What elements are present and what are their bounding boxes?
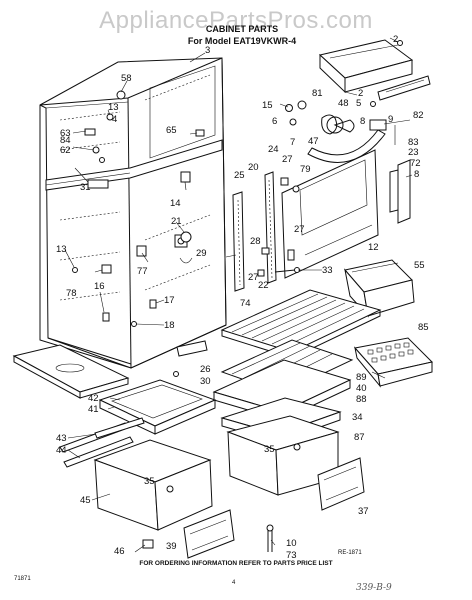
- ice-tray: [354, 337, 433, 388]
- crisper-drawer-left: [93, 439, 213, 531]
- callout-6: 6: [272, 116, 277, 127]
- callout-26: 26: [200, 364, 211, 375]
- glass-shelf-lower: [98, 379, 217, 435]
- callout-48: 48: [338, 98, 349, 109]
- callout-2-mid: 2: [358, 88, 363, 99]
- callout-85: 85: [418, 322, 429, 333]
- callout-81: 81: [312, 88, 323, 99]
- callout-15: 15: [262, 100, 273, 111]
- callout-35-left: 35: [144, 476, 155, 487]
- callout-13-upper: 13: [108, 102, 119, 113]
- callout-5: 5: [356, 98, 361, 109]
- callout-numbers: 2 3 58 13 4 15 6 81 48 2 5 82 9 7 47 8 8…: [56, 34, 429, 561]
- callout-79: 79: [300, 164, 311, 175]
- callout-41: 41: [88, 404, 99, 415]
- callout-17: 17: [164, 295, 175, 306]
- callout-18: 18: [164, 320, 175, 331]
- callout-30: 30: [200, 376, 211, 387]
- callout-4: 4: [112, 114, 117, 125]
- callout-20: 20: [248, 162, 259, 173]
- diagram-title: CABINET PARTS: [206, 24, 278, 34]
- model-line: For Model EAT19VKWR-4: [188, 36, 296, 46]
- drawer-front-left: [183, 509, 235, 559]
- callout-27-lower: 27: [248, 272, 259, 283]
- small-hardware-bottom: [142, 524, 274, 552]
- footer-left-code: 71871: [14, 576, 31, 582]
- callout-37: 37: [358, 506, 369, 517]
- callout-43: 43: [56, 433, 67, 444]
- reference-code: RE-1871: [338, 550, 362, 556]
- callout-22: 22: [258, 280, 269, 291]
- callout-82: 82: [413, 110, 424, 121]
- callout-16: 16: [94, 281, 105, 292]
- callout-78: 78: [66, 288, 77, 299]
- callout-14: 14: [170, 198, 181, 209]
- page-number: 4: [232, 580, 236, 586]
- callout-3: 3: [205, 45, 210, 56]
- callout-35-right: 35: [264, 444, 275, 455]
- callout-12: 12: [368, 242, 379, 253]
- meat-pan-cover: [12, 344, 130, 399]
- callout-55: 55: [414, 260, 425, 271]
- callout-42: 42: [88, 393, 99, 404]
- callout-87: 87: [354, 432, 365, 443]
- callout-8-upper: 8: [360, 116, 365, 127]
- callout-89: 89: [356, 372, 367, 383]
- callout-63: 63: [60, 128, 71, 139]
- callout-46: 46: [114, 546, 125, 557]
- callout-29: 29: [196, 248, 207, 259]
- evaporator-cover-assembly: [179, 39, 431, 292]
- callout-45: 45: [80, 495, 91, 506]
- callout-25: 25: [234, 170, 245, 181]
- callout-47: 47: [308, 136, 319, 147]
- callout-27-upper: 27: [282, 154, 293, 165]
- callout-83: 83: [408, 137, 419, 148]
- leader-lines: [64, 37, 413, 553]
- callout-39: 39: [166, 541, 177, 552]
- callout-34: 34: [352, 412, 363, 423]
- callout-27-mid: 27: [294, 224, 305, 235]
- callout-23: 23: [408, 147, 419, 158]
- callout-72: 72: [410, 158, 421, 169]
- watermark-text: AppliancePartsPros.com: [99, 7, 373, 34]
- callout-10: 10: [286, 538, 297, 549]
- drawer-rail: [59, 417, 145, 468]
- callout-9: 9: [388, 114, 393, 125]
- callout-74: 74: [240, 298, 251, 309]
- callout-62: 62: [60, 145, 71, 156]
- drawer-front-right: [317, 457, 365, 511]
- callout-58: 58: [121, 73, 132, 84]
- callout-33: 33: [322, 265, 333, 276]
- handwritten-note: 339-B-9: [356, 583, 392, 593]
- callout-65: 65: [166, 125, 177, 136]
- callout-2-top: 2: [393, 34, 398, 45]
- freezer-bin: [344, 259, 415, 318]
- ordering-note: FOR ORDERING INFORMATION REFER TO PARTS …: [139, 560, 332, 567]
- callout-44: 44: [56, 445, 67, 456]
- callout-13-lower: 13: [56, 244, 67, 255]
- callout-88: 88: [356, 394, 367, 405]
- callout-7: 7: [290, 137, 295, 148]
- callout-31: 31: [80, 182, 91, 193]
- callout-77: 77: [137, 266, 148, 277]
- callout-21: 21: [171, 216, 182, 227]
- callout-40: 40: [356, 383, 367, 394]
- callout-24: 24: [268, 144, 279, 155]
- callout-8-lower: 8: [414, 169, 419, 180]
- callout-28: 28: [250, 236, 261, 247]
- callout-73: 73: [286, 550, 297, 561]
- callout-84: 84: [60, 135, 71, 146]
